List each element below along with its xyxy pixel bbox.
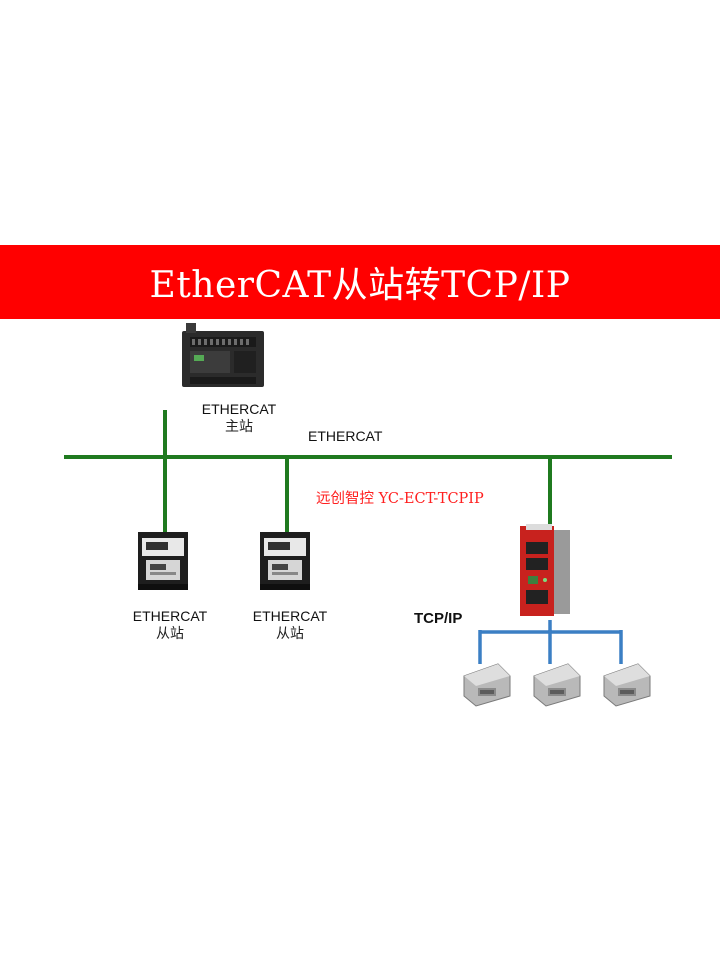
slave1-label: ETHERCAT 从站 [125,608,215,642]
title-banner: EtherCAT从站转TCP/IP [0,245,720,319]
ethercat-bus-label: ETHERCAT [308,428,383,444]
tcpip-network [478,620,623,664]
io-module-icon [463,663,511,707]
servo-drive-icon [138,532,188,590]
master-label: ETHERCAT 主站 [196,401,282,435]
servo-drive-icon [260,532,310,590]
banner-title: EtherCAT从站转TCP/IP [149,265,571,306]
slave1-label-line2: 从站 [156,625,184,641]
tcpip-label: TCP/IP [414,610,463,627]
slave1-label-line1: ETHERCAT [132,608,208,624]
slave2-label-line1: ETHERCAT [252,608,328,624]
io-module-icon [533,663,581,707]
master-label-line2: 主站 [225,418,253,434]
slave2-label-line2: 从站 [276,625,304,641]
gateway-brand-label: 远创智控 YC-ECT-TCPIP [316,491,484,507]
slave2-label: ETHERCAT 从站 [245,608,335,642]
ethercat-bus [64,410,672,540]
gateway-device-icon [520,524,570,616]
plc-controller-icon [182,323,264,387]
master-label-line1: ETHERCAT [201,401,277,417]
io-module-icon [603,663,651,707]
